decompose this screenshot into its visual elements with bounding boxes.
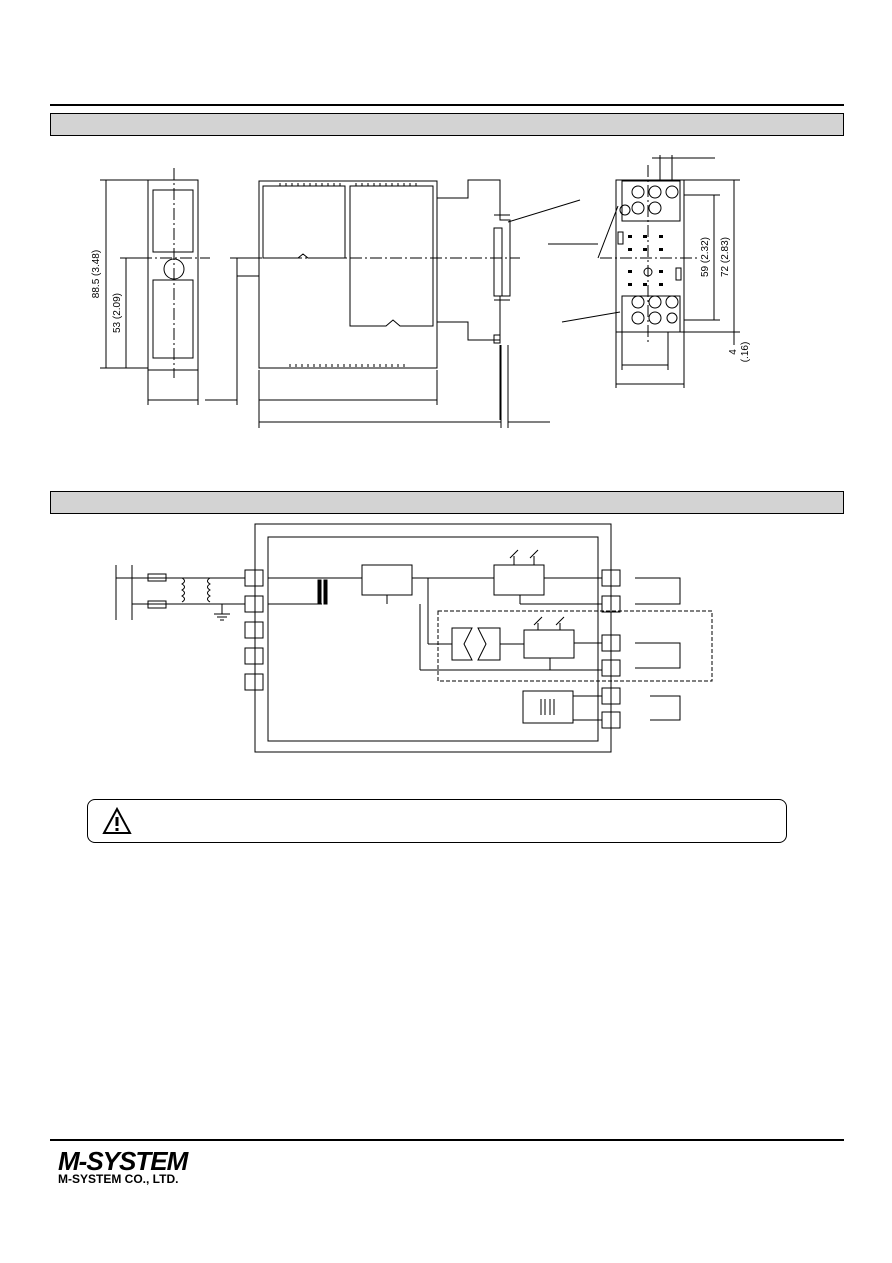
dim-height-center: 53 (2.09) <box>112 293 123 333</box>
dim-height-total: 88.5 (3.48) <box>91 250 102 298</box>
dim-socket-offset: 4 <box>728 349 739 355</box>
top-rule <box>50 104 844 106</box>
company-logo: M-SYSTEM <box>58 1146 188 1176</box>
dimensions-section-header <box>50 113 844 136</box>
bottom-rule <box>50 1139 844 1141</box>
company-name: M-SYSTEM CO., LTD. <box>58 1172 179 1186</box>
front-view <box>140 168 210 378</box>
dim-socket-inner: 59 (2.32) <box>700 237 711 277</box>
block-diagram <box>115 523 713 753</box>
socket-view <box>548 155 740 388</box>
warning-box <box>87 799 787 843</box>
width-dimensions <box>147 275 550 428</box>
side-view <box>230 179 581 420</box>
block-diagram-section-header <box>50 491 844 514</box>
warning-triangle-icon <box>102 806 132 834</box>
height-dimensions <box>100 179 148 369</box>
dim-socket-outer: 72 (2.83) <box>720 237 731 277</box>
dim-socket-offset-in: (.16) <box>740 342 751 363</box>
